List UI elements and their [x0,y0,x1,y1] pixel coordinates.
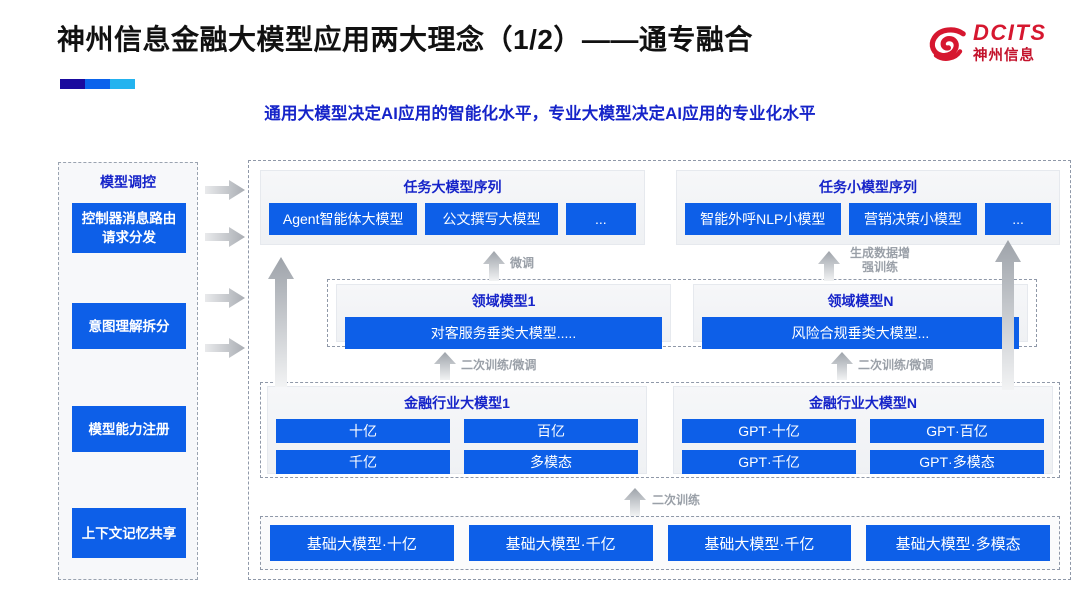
industry-model-title-1: 金融行业大模型1 [404,395,510,411]
connector-arrow-right-3 [205,288,245,308]
industry-chip-gpt-100b[interactable]: GPT·千亿 [682,450,856,474]
company-logo: DCITS 神州信息 [927,22,1062,70]
model-stack-container: 任务大模型序列 Agent智能体大模型 公文撰写大模型 ... 任务小模型序列 … [248,160,1071,580]
task-chip-marketing[interactable]: 营销决策小模型 [848,203,978,235]
industry-chip-1b[interactable]: 十亿 [276,419,450,443]
industry-chip-gpt-10b[interactable]: GPT·百亿 [870,419,1044,443]
connector-arrow-right-1 [205,180,245,200]
page-title: 神州信息金融大模型应用两大理念（1/2）——通专融合 [57,24,753,55]
domain-model-title-1: 领域模型1 [471,293,536,309]
industry-model-chips-n: GPT·十亿 GPT·百亿 GPT·千亿 GPT·多模态 [682,419,1044,474]
industry-model-chips-1: 十亿 百亿 千亿 多模态 [276,419,638,474]
industry-chip-gpt-multimodal[interactable]: GPT·多模态 [870,450,1044,474]
industry-model-panel-1: 金融行业大模型1 十亿 百亿 千亿 多模态 [267,386,647,474]
control-panel: 模型调控 控制器消息路由请求分发 意图理解拆分 模型能力注册 上下文记忆共享 [58,162,198,580]
base-chip-1b[interactable]: 基础大模型·十亿 [270,525,454,561]
up-arrow-tall-left [268,257,294,387]
up-arrow-data-augment [818,251,840,281]
base-model-row: 基础大模型·十亿 基础大模型·千亿 基础大模型·千亿 基础大模型·多模态 [260,516,1060,570]
task-chip-agent[interactable]: Agent智能体大模型 [269,203,418,235]
task-small-model-title: 任务小模型序列 [819,179,917,195]
domain-model-panel-n: 领域模型N 风险合规垂类大模型... [693,284,1028,349]
task-large-model-panel: 任务大模型序列 Agent智能体大模型 公文撰写大模型 ... [260,170,645,245]
task-model-row: 任务大模型序列 Agent智能体大模型 公文撰写大模型 ... 任务小模型序列 … [260,170,1060,245]
task-small-model-chips: 智能外呼NLP小模型 营销决策小模型 ... [685,203,1051,235]
base-chip-100b-a[interactable]: 基础大模型·千亿 [468,525,653,561]
dcits-swirl-icon [929,27,966,61]
arrow-label-base-retrain: 二次训练 [652,493,701,507]
logo-cn-text: 神州信息 [973,48,1035,64]
domain-chip-customer-service[interactable]: 对客服务垂类大模型..... [345,317,662,349]
industry-chip-multimodal[interactable]: 多模态 [464,450,638,474]
page-subtitle: 通用大模型决定AI应用的智能化水平，专业大模型决定AI应用的专业化水平 [264,105,816,123]
connector-arrow-right-4 [205,338,245,358]
control-item-intent[interactable]: 意图理解拆分 [72,303,186,349]
task-chip-more[interactable]: ... [565,203,636,235]
connector-arrow-right-2 [205,227,245,247]
task-small-model-panel: 任务小模型序列 智能外呼NLP小模型 营销决策小模型 ... [676,170,1060,245]
task-large-model-title: 任务大模型序列 [403,179,502,195]
logo-text-block: DCITS 神州信息 [973,22,1047,66]
arrow-label-retrain-right: 二次训练/微调 [858,358,934,372]
industry-chip-10b[interactable]: 百亿 [464,419,638,443]
task-large-model-chips: Agent智能体大模型 公文撰写大模型 ... [269,203,636,235]
domain-chip-risk-compliance[interactable]: 风险合规垂类大模型... [702,317,1019,349]
industry-model-title-n: 金融行业大模型N [808,395,918,411]
industry-model-row: 金融行业大模型1 十亿 百亿 千亿 多模态 金融行业大模型N GPT·十亿 GP… [260,382,1060,478]
up-arrow-tall-right [995,240,1021,390]
base-chip-multimodal[interactable]: 基础大模型·多模态 [866,525,1050,561]
arrow-label-data-augment: 生成数据增强训练 [849,246,910,274]
domain-model-row: 领域模型1 对客服务垂类大模型..... 领域模型N 风险合规垂类大模型... [327,279,1037,349]
control-item-context-memory[interactable]: 上下文记忆共享 [72,508,186,558]
base-chip-100b-b[interactable]: 基础大模型·千亿 [667,525,852,561]
task-chip-document[interactable]: 公文撰写大模型 [425,203,558,235]
up-arrow-retrain-left [434,352,456,380]
arrow-label-retrain-left: 二次训练/微调 [461,358,537,372]
domain-model-panel-1: 领域模型1 对客服务垂类大模型..... [336,284,671,349]
industry-model-panel-n: 金融行业大模型N GPT·十亿 GPT·百亿 GPT·千亿 GPT·多模态 [673,386,1053,474]
accent-segment-1 [60,79,85,89]
control-item-router[interactable]: 控制器消息路由请求分发 [72,203,186,253]
arrow-label-finetune: 微调 [510,256,535,270]
accent-segment-2 [84,79,111,89]
control-item-registry[interactable]: 模型能力注册 [72,406,186,452]
task-chip-nlp-outbound[interactable]: 智能外呼NLP小模型 [685,203,841,235]
domain-model-title-n: 领域模型N [827,293,894,309]
up-arrow-retrain-right [831,352,853,380]
industry-chip-100b[interactable]: 千亿 [276,450,450,474]
accent-bar [60,79,135,89]
task-chip-more-small[interactable]: ... [985,203,1051,235]
up-arrow-base-retrain [624,488,646,516]
industry-chip-gpt-1b[interactable]: GPT·十亿 [682,419,856,443]
control-panel-title: 模型调控 [100,174,156,190]
up-arrow-finetune [483,251,505,281]
accent-segment-3 [110,79,135,89]
logo-en-text: DCITS [973,20,1047,45]
